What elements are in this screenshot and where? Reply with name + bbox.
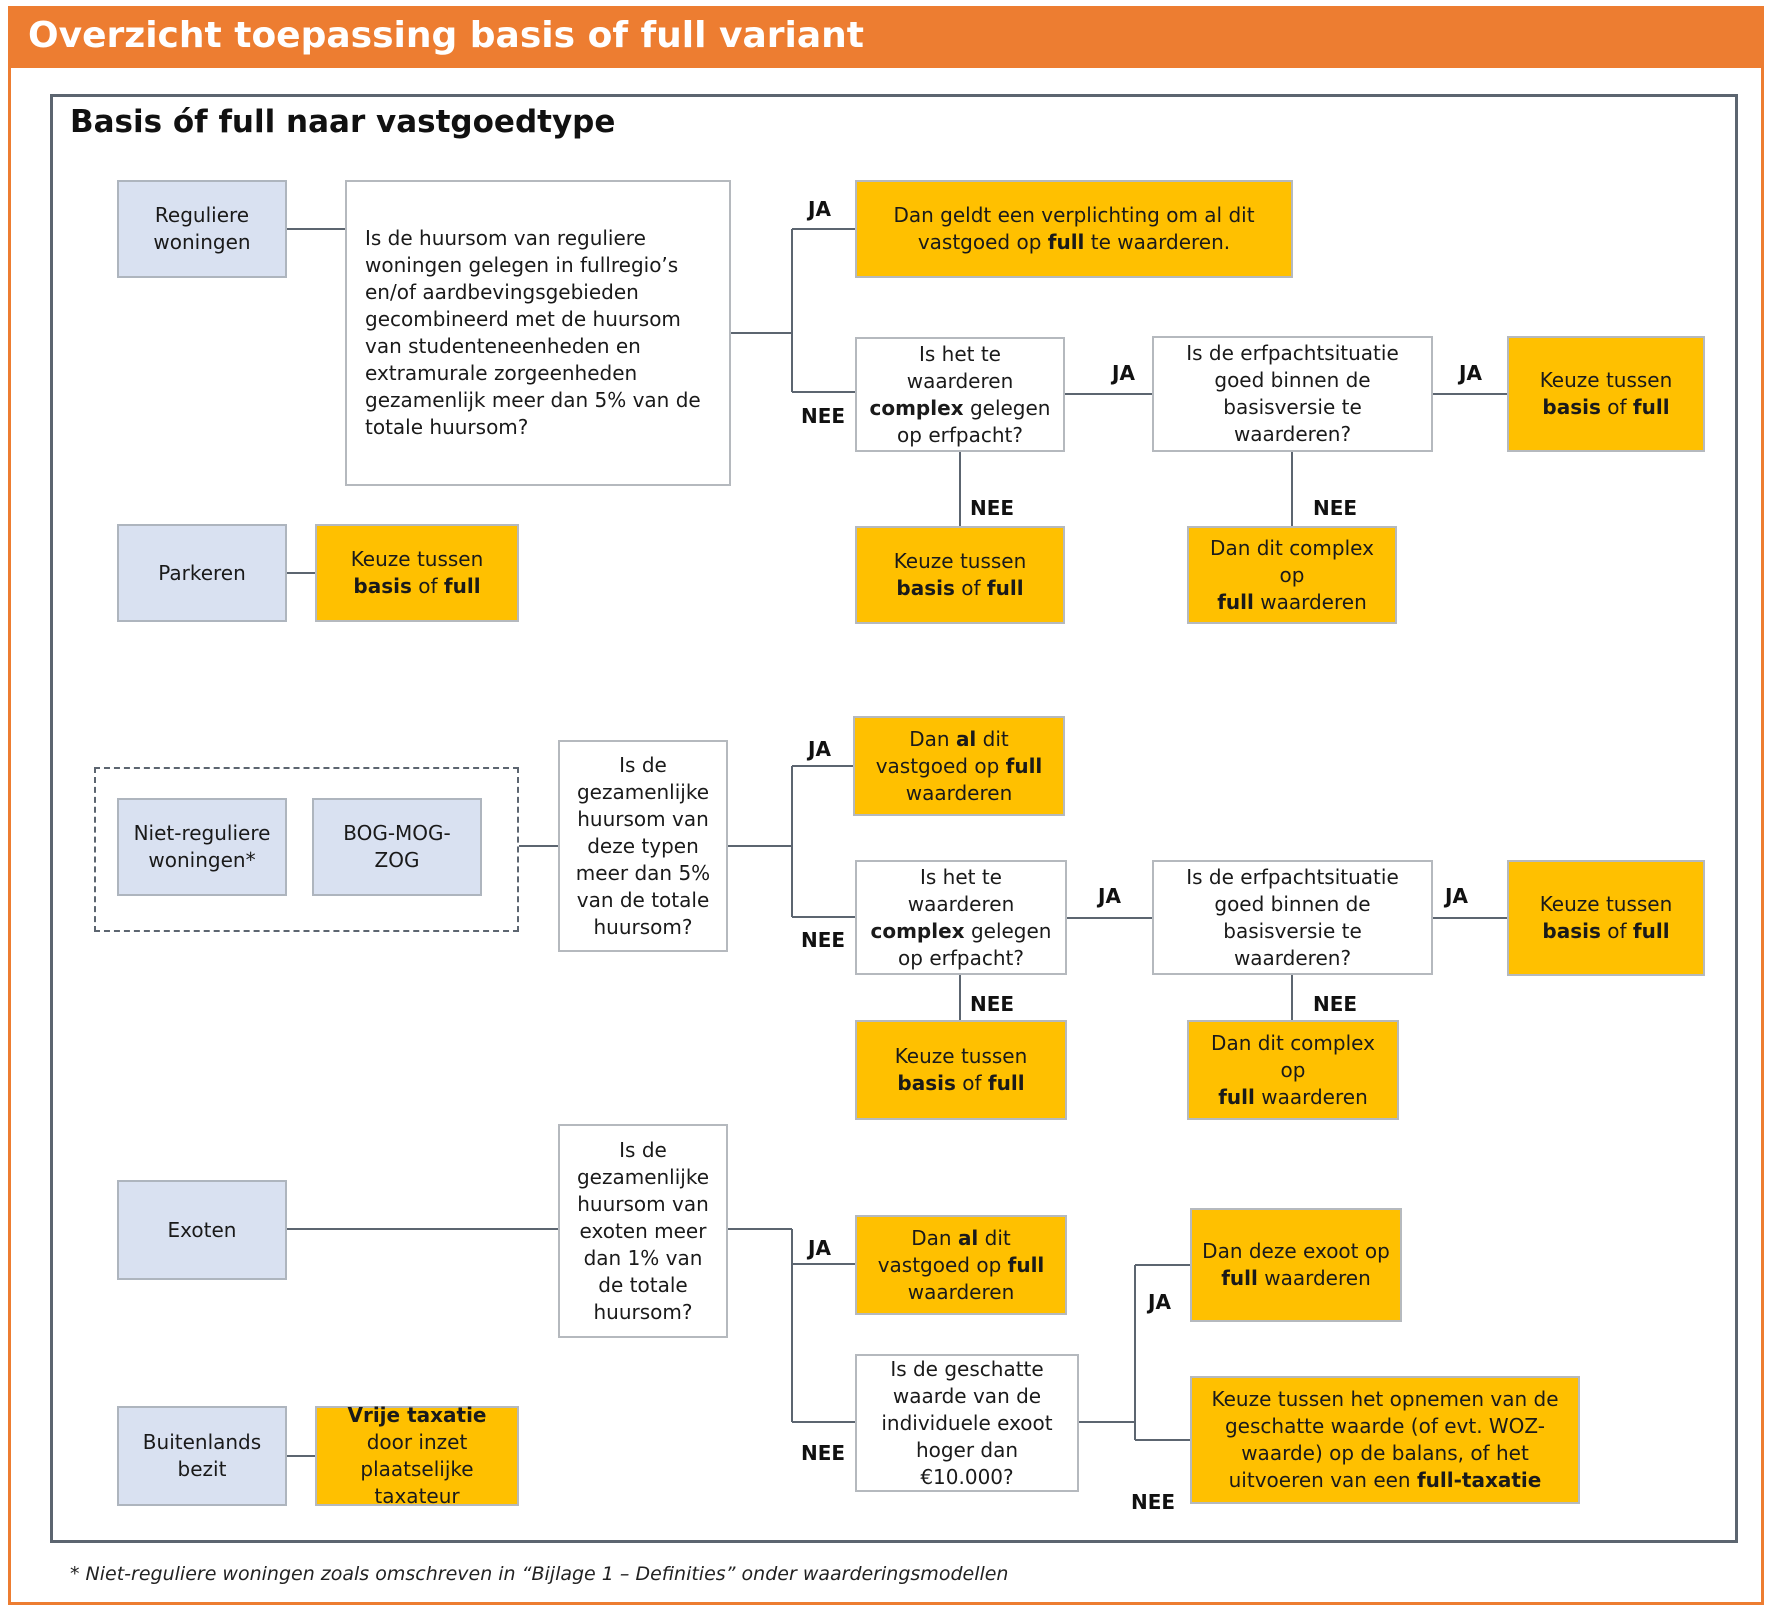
label-ja: JA xyxy=(1445,884,1468,908)
category-parkeren: Parkeren xyxy=(117,524,287,622)
result-vrije-taxatie: Vrije taxatie door inzet plaatselijke ta… xyxy=(315,1403,519,1508)
diagram-panel xyxy=(50,94,1738,1543)
diagram-title: Basis óf full naar vastgoedtype xyxy=(70,104,616,140)
label-nee: NEE xyxy=(970,496,1015,520)
label-ja: JA xyxy=(1148,1290,1171,1314)
page-title: Overzicht toepassing basis of full varia… xyxy=(28,15,864,56)
question-complex-erfpacht: Is het te waarderen complex gelegen op e… xyxy=(855,860,1067,975)
question-erfpachtsituatie: Is de erfpachtsituatie goed binnen de ba… xyxy=(1152,336,1433,452)
label-nee: NEE xyxy=(801,1441,846,1465)
label-ja: JA xyxy=(1098,884,1121,908)
category-niet-reguliere-woningen: Niet-reguliere woningen* xyxy=(117,798,287,896)
category-group-dashed xyxy=(94,767,519,932)
question-huursom-typen: Is de gezamenlijke huursom van deze type… xyxy=(558,740,728,952)
header-bar: Overzicht toepassing basis of full varia… xyxy=(8,6,1764,68)
label-nee: NEE xyxy=(1313,496,1358,520)
question-erfpachtsituatie: Is de erfpachtsituatie goed binnen de ba… xyxy=(1152,860,1433,975)
label-ja: JA xyxy=(808,1236,831,1260)
question-exoot-waarde: Is de geschatte waarde van de individuel… xyxy=(855,1354,1079,1492)
label-nee: NEE xyxy=(801,928,846,952)
result-al-full: Dan al dit vastgoed op full waarderen xyxy=(855,1215,1067,1315)
footnote: * Niet-reguliere woningen zoals omschrev… xyxy=(70,1563,1009,1585)
label-nee: NEE xyxy=(1313,992,1358,1016)
label-nee: NEE xyxy=(1131,1490,1176,1514)
label-ja: JA xyxy=(1112,361,1135,385)
category-reguliere-woningen: Reguliere woningen xyxy=(117,180,287,278)
result-verplichting-full: Dan geldt een verplichting om al dit vas… xyxy=(855,180,1293,278)
question-huursom-exoten: Is de gezamenlijke huursom van exoten me… xyxy=(558,1124,728,1338)
question-huursom-reguliere: Is de huursom van reguliere woningen gel… xyxy=(345,180,731,486)
label-nee: NEE xyxy=(801,404,846,428)
label-ja: JA xyxy=(1459,361,1482,385)
category-bog-mog-zog: BOG-MOG-ZOG xyxy=(312,798,482,896)
label-ja: JA xyxy=(808,737,831,761)
category-buitenlands-bezit: Buitenlands bezit xyxy=(117,1406,287,1506)
result-exoot-keuze: Keuze tussen het opnemen van de geschatt… xyxy=(1190,1376,1580,1504)
result-al-full: Dan al dit vastgoed op full waarderen xyxy=(853,716,1065,816)
label-ja: JA xyxy=(808,197,831,221)
category-exoten: Exoten xyxy=(117,1180,287,1280)
label-nee: NEE xyxy=(970,992,1015,1016)
question-complex-erfpacht: Is het te waarderen complex gelegen op e… xyxy=(855,337,1065,452)
